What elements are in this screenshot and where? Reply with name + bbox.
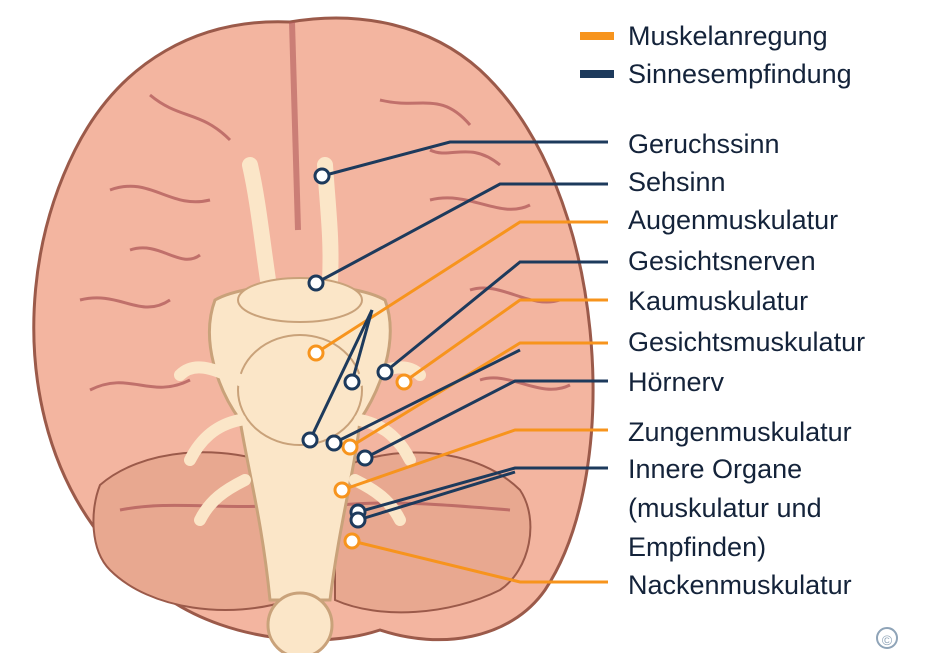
nerve-point (309, 276, 323, 290)
nerve-point (378, 365, 392, 379)
legend-label-sensory: Sinnesempfindung (628, 59, 852, 90)
nerve-point (309, 346, 323, 360)
nerve-point (327, 436, 341, 450)
nerve-point (343, 440, 357, 454)
copyright-icon: © (876, 627, 898, 649)
label-gesichtsnerven: Gesichtsnerven (628, 243, 816, 279)
legend-label-motor: Muskelanregung (628, 21, 828, 52)
label-kaumuskulatur: Kaumuskulatur (628, 283, 808, 319)
nerve-point (345, 375, 359, 389)
legend-swatch-motor (580, 32, 614, 40)
nerve-point (315, 169, 329, 183)
nerve-point (351, 513, 365, 527)
label-nackenmuskulatur: Nackenmuskulatur (628, 567, 852, 603)
label-innere-organe-line3: Empfinden) (628, 529, 766, 565)
legend-item-motor: Muskelanregung (580, 18, 828, 54)
optic-chiasm (238, 278, 362, 322)
label-gesichtsmuskulatur: Gesichtsmuskulatur (628, 324, 865, 360)
legend-item-sensory: Sinnesempfindung (580, 56, 852, 92)
legend-swatch-sensory (580, 70, 614, 78)
nerve-point (397, 375, 411, 389)
label-geruchssinn: Geruchssinn (628, 126, 780, 162)
nerve-point (358, 451, 372, 465)
label-sehsinn: Sehsinn (628, 164, 726, 200)
label-innere-organe: Innere Organe (628, 451, 802, 487)
nerve-point (303, 433, 317, 447)
nerve-point (335, 483, 349, 497)
label-hoernerv: Hörnerv (628, 364, 724, 400)
nerve-point (345, 534, 359, 548)
label-augenmuskulatur: Augenmuskulatur (628, 202, 838, 238)
spinal-cord-section (268, 593, 332, 653)
label-innere-organe-line2: (muskulatur und (628, 490, 822, 526)
pons (238, 335, 362, 445)
label-zungenmuskulatur: Zungenmuskulatur (628, 414, 852, 450)
